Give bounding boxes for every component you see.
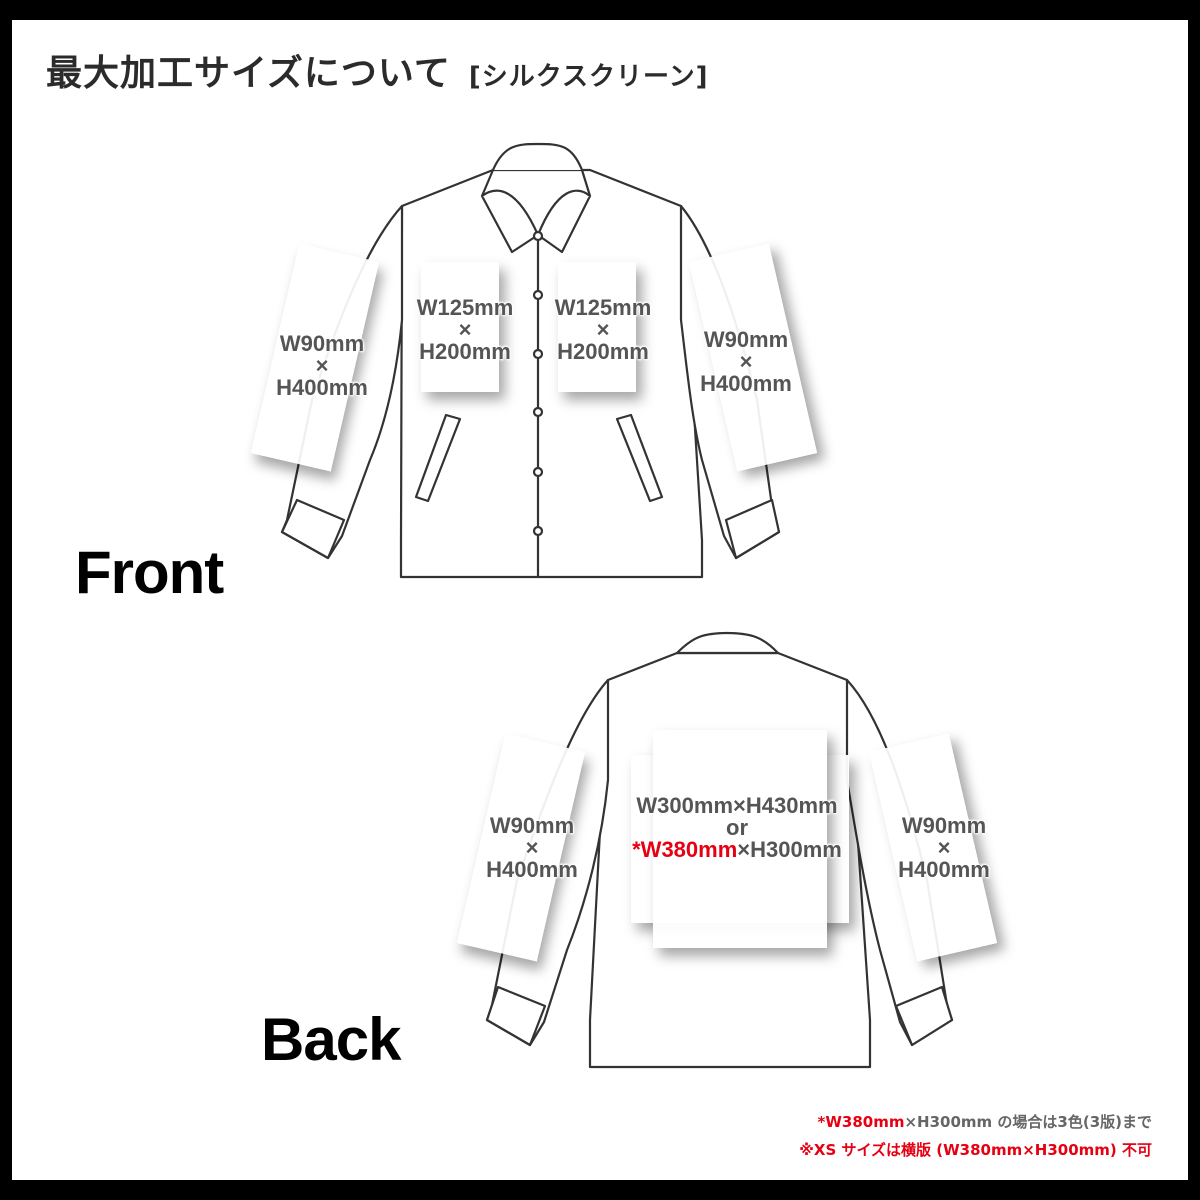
front-left-chest-area bbox=[421, 262, 499, 392]
front-view-label: Front bbox=[75, 539, 224, 606]
title-method: [シルクスクリーン] bbox=[468, 62, 709, 92]
red-size-label: *W380mm bbox=[632, 837, 738, 862]
footnotes: *W380mm×H300mm の場合は3色(3版)まで ※XS サイズは横版 (… bbox=[799, 1108, 1152, 1164]
front-right-chest-size: W125mm × H200mm bbox=[554, 295, 652, 364]
back-center-size: W300mm×H430mm or *W380mm×H300mm bbox=[632, 793, 842, 862]
print-size-diagram: 最大加工サイズについて [シルクスクリーン] bbox=[12, 20, 1188, 1180]
back-view-label: Back bbox=[261, 1006, 401, 1073]
title-text: 最大加工サイズについて bbox=[46, 53, 451, 94]
front-right-sleeve-size: W90mm × H400mm bbox=[700, 327, 792, 396]
front-left-sleeve-size: W90mm × H400mm bbox=[276, 331, 368, 400]
back-center-area-tall bbox=[653, 730, 827, 948]
footnote-xs-restriction: ※XS サイズは横版 (W380mm×H300mm) 不可 bbox=[799, 1141, 1152, 1159]
footnote-color-limit: *W380mm×H300mm の場合は3色(3版)まで bbox=[817, 1113, 1152, 1131]
page-title: 最大加工サイズについて [シルクスクリーン] bbox=[46, 44, 709, 96]
back-left-sleeve-size: W90mm × H400mm bbox=[486, 813, 578, 882]
front-right-chest-area bbox=[558, 262, 636, 392]
back-right-sleeve-size: W90mm × H400mm bbox=[898, 813, 990, 882]
front-left-chest-size: W125mm × H200mm bbox=[416, 295, 514, 364]
